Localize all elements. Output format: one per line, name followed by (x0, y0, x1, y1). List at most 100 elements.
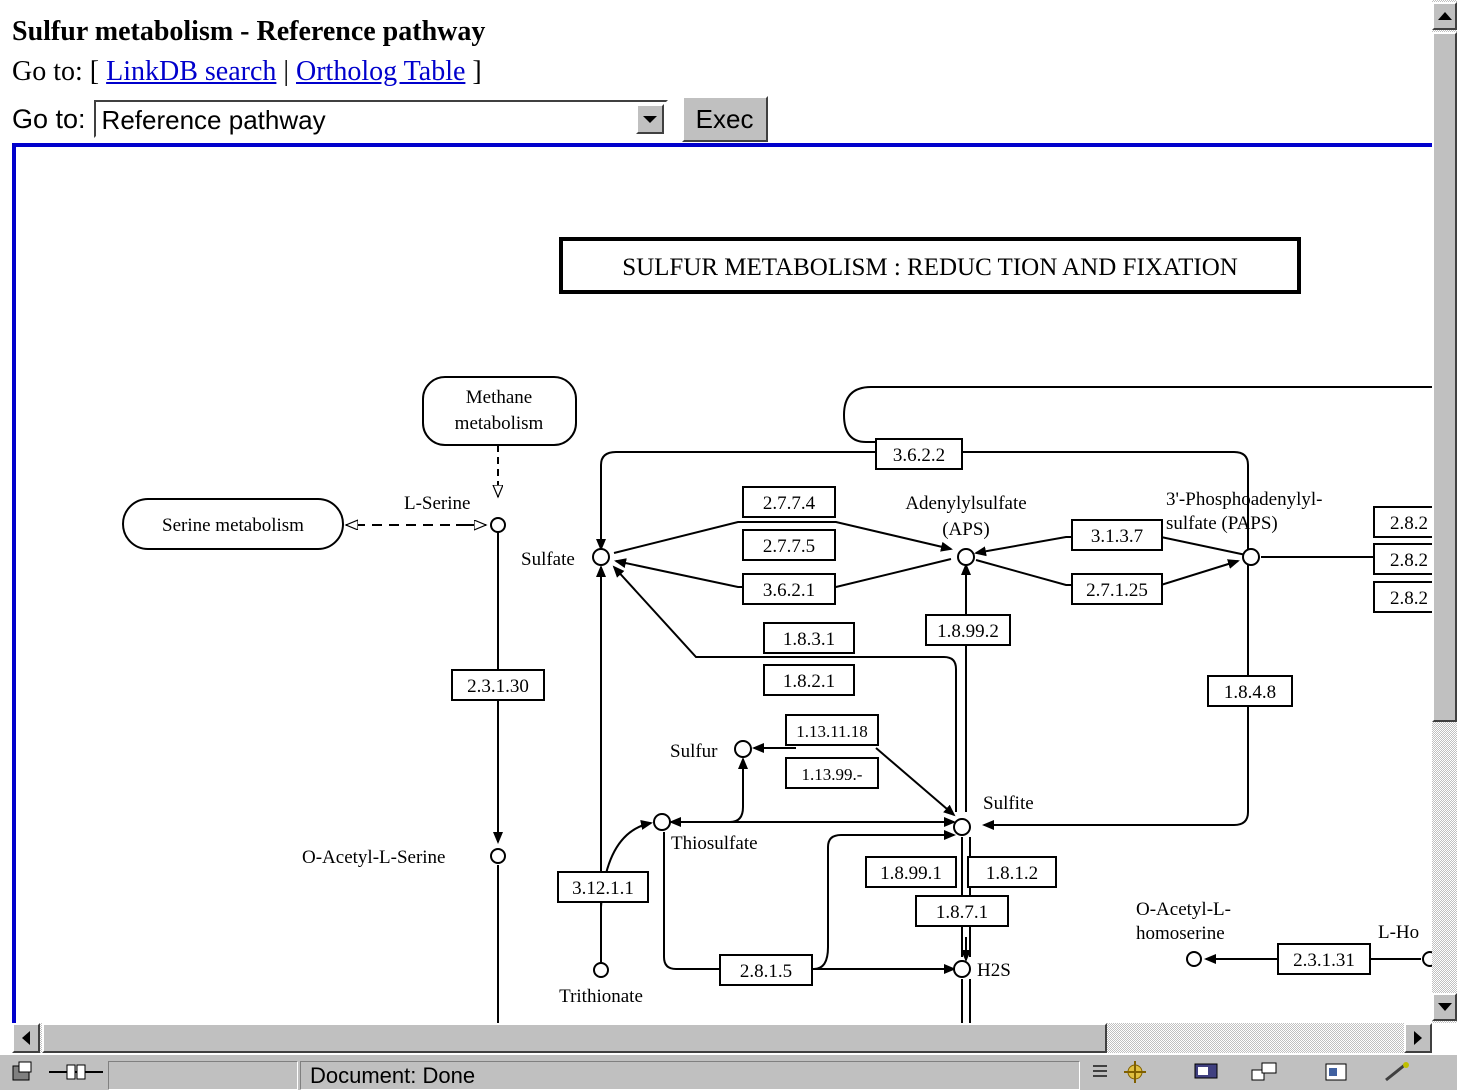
chevron-down-icon[interactable] (635, 104, 664, 134)
h2s-label: H2S (977, 960, 1011, 981)
enzyme-18991-label: 1.8.99.1 (880, 863, 942, 884)
scroll-left-button[interactable] (12, 1023, 40, 1053)
enzyme-11399-label: 1.13.99.- (802, 765, 863, 784)
enzyme-box-27125[interactable] (1071, 573, 1163, 605)
o-acetyl-homoserine-label-2: homoserine (1136, 923, 1225, 944)
enzyme-23130-label: 2.3.1.30 (467, 676, 529, 697)
enzyme-box-1131118[interactable] (785, 714, 879, 746)
discussion-icon[interactable] (1250, 1059, 1280, 1085)
scroll-right-button[interactable] (1404, 1023, 1432, 1053)
methane-line2: metabolism (455, 413, 544, 434)
enzyme-box-2774[interactable] (742, 486, 836, 518)
enzyme-box-1812[interactable] (967, 856, 1057, 888)
enzyme-1831-label: 1.8.3.1 (783, 629, 835, 650)
horizontal-scroll-thumb[interactable] (42, 1023, 1107, 1053)
enzyme-3621-label: 3.6.2.1 (763, 580, 815, 601)
sulfate-label: Sulfate (521, 549, 575, 570)
serine-metabolism-box[interactable] (122, 498, 344, 550)
enzyme-box-1821[interactable] (763, 664, 855, 696)
enzyme-box-282b[interactable] (1373, 543, 1432, 575)
aps-label-1: Adenylylsulfate (905, 493, 1026, 514)
paps-node[interactable] (1242, 548, 1260, 566)
o-acetyl-serine-label: O-Acetyl-L-Serine (302, 847, 446, 868)
goto-links: Go to: [ LinkDB search | Ortholog Table … (12, 56, 482, 88)
scroll-down-button[interactable] (1432, 993, 1457, 1021)
connection-icon (46, 1059, 106, 1085)
enzyme-box-1871[interactable] (915, 895, 1009, 927)
enzyme-box-23131[interactable] (1277, 943, 1371, 975)
list-icon[interactable] (1085, 1059, 1115, 1085)
enzyme-box-282c[interactable] (1373, 581, 1432, 613)
enzyme-box-2815[interactable] (719, 954, 813, 986)
goto-suffix: ] (472, 56, 482, 87)
enzyme-2775-label: 2.7.7.5 (763, 536, 815, 557)
enzyme-box-11399[interactable] (785, 757, 879, 789)
vertical-scroll-thumb[interactable] (1432, 32, 1457, 722)
linkdb-search-link[interactable]: LinkDB search (106, 56, 277, 87)
h2s-node[interactable] (953, 960, 971, 978)
pathway-map: SULFUR METABOLISM : REDUC TION AND FIXAT… (12, 143, 1432, 1023)
enzyme-1812-label: 1.8.1.2 (986, 863, 1038, 884)
sulfate-node[interactable] (592, 548, 610, 566)
pathway-select[interactable]: Reference pathway (93, 100, 668, 138)
methane-metabolism-box[interactable] (422, 376, 577, 446)
enzyme-box-1831[interactable] (763, 622, 855, 654)
pathway-map-svg: SULFUR METABOLISM : REDUC TION AND FIXAT… (122, 237, 1432, 1023)
thiosulfate-label: Thiosulfate (671, 833, 758, 854)
composer-icon[interactable] (1322, 1059, 1352, 1085)
scroll-up-button[interactable] (1432, 2, 1457, 30)
enzyme-2815-label: 2.8.1.5 (740, 961, 792, 982)
o-acetyl-homoserine-node[interactable] (1186, 951, 1202, 967)
arrow-down-icon (1437, 1003, 1452, 1011)
horizontal-scrollbar[interactable] (12, 1023, 1432, 1053)
enzyme-box-18992[interactable] (925, 614, 1011, 646)
tools-icon[interactable] (1382, 1059, 1412, 1085)
goto-prefix: Go to: [ (12, 56, 100, 87)
status-progress-cell (108, 1061, 298, 1090)
enzyme-1848-label: 1.8.4.8 (1224, 682, 1276, 703)
o-acetyl-serine-node[interactable] (490, 848, 506, 864)
enzyme-box-3137[interactable] (1071, 519, 1163, 551)
navigator-icon[interactable] (1120, 1059, 1150, 1085)
l-serine-node[interactable] (490, 517, 506, 533)
goto-select-label: Go to: (12, 103, 86, 134)
map-header-box (559, 237, 1301, 294)
ortholog-table-link[interactable]: Ortholog Table (296, 56, 466, 87)
enzyme-18992-label: 1.8.99.2 (937, 621, 999, 642)
trithionate-node[interactable] (593, 962, 609, 978)
l-homoserine-node[interactable] (1422, 951, 1432, 967)
enzyme-box-2775[interactable] (742, 529, 836, 561)
enzyme-box-3622[interactable] (875, 438, 963, 470)
mail-icon[interactable] (1192, 1059, 1222, 1085)
enzyme-23131-label: 2.3.1.31 (1293, 950, 1355, 971)
o-acetyl-homoserine-label-1: O-Acetyl-L- (1136, 899, 1231, 920)
security-icon (8, 1059, 38, 1085)
goto-select-row: Go to: Reference pathway Exec (12, 96, 768, 142)
enzyme-box-3621[interactable] (742, 573, 836, 605)
sulfur-node[interactable] (734, 740, 752, 758)
l-homoserine-label: L-Ho (1378, 922, 1419, 943)
serine-box-label: Serine metabolism (162, 515, 304, 536)
enzyme-1131118-label: 1.13.11.18 (796, 722, 868, 741)
enzyme-282a-label: 2.8.2 (1390, 513, 1428, 534)
sulfite-node[interactable] (953, 818, 971, 836)
enzyme-box-1848[interactable] (1207, 675, 1293, 707)
thiosulfate-node[interactable] (653, 813, 671, 831)
exec-button[interactable]: Exec (681, 96, 768, 142)
enzyme-3622-label: 3.6.2.2 (893, 445, 945, 466)
page-title: Sulfur metabolism - Reference pathway (12, 16, 486, 47)
enzyme-box-23130[interactable] (451, 669, 545, 701)
pathway-select-value: Reference pathway (101, 105, 326, 135)
map-header-text: SULFUR METABOLISM : REDUC TION AND FIXAT… (622, 254, 1238, 281)
aps-label-2: (APS) (942, 519, 990, 540)
enzyme-box-31211[interactable] (557, 871, 649, 903)
arrow-right-icon (1414, 1031, 1422, 1045)
enzyme-box-282a[interactable] (1373, 506, 1432, 538)
enzyme-box-18991[interactable] (865, 856, 957, 888)
l-serine-label: L-Serine (404, 493, 470, 514)
aps-node[interactable] (957, 548, 975, 566)
enzyme-282b-label: 2.8.2 (1390, 550, 1428, 571)
sulfur-label: Sulfur (670, 741, 718, 762)
enzyme-3137-label: 3.1.3.7 (1091, 526, 1143, 547)
vertical-scrollbar[interactable] (1432, 0, 1457, 1023)
